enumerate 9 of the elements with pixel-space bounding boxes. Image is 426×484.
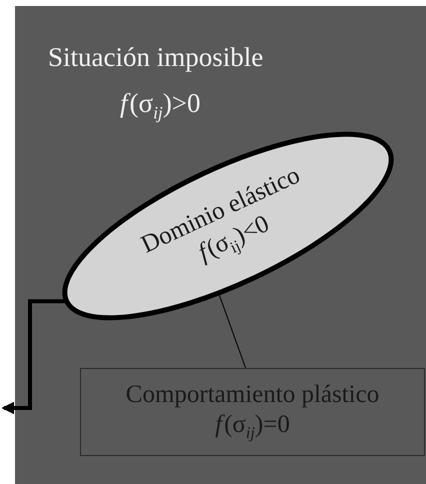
formula-label: f(σ$_{ij}$)>0	[120, 88, 201, 124]
label-box	[80, 368, 425, 456]
box-label: Comportamiento plástico	[126, 380, 380, 410]
region-label: Situación imposible	[48, 42, 264, 73]
ellipse-region	[63, 132, 393, 320]
leader-line	[218, 292, 246, 368]
outer-region	[15, 6, 426, 484]
arrow	[1, 299, 68, 414]
formula-label: f(σ$_{ij}$)=0	[215, 410, 290, 444]
